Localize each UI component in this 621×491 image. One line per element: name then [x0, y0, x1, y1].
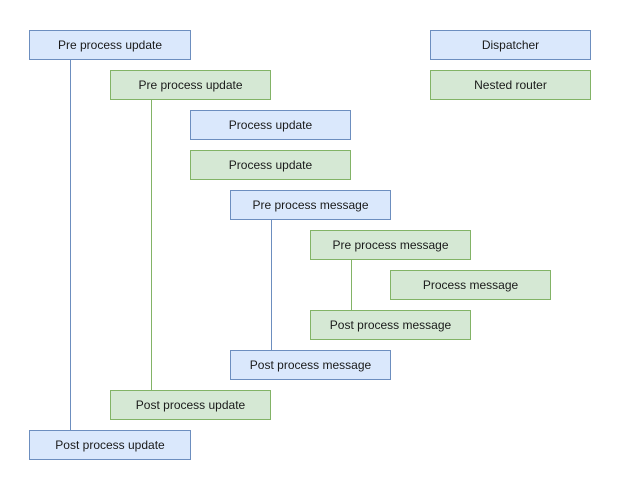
connector-dispatcher-message-span — [271, 220, 272, 350]
connector-dispatcher-update-span — [70, 60, 71, 430]
legend-item-nested-router[interactable]: Nested router — [430, 70, 591, 100]
connector-router-update-span — [151, 100, 152, 390]
node-pre-process-update-0[interactable]: Pre process update — [29, 30, 191, 60]
node-post-process-message-8[interactable]: Post process message — [230, 350, 391, 380]
node-post-process-update-10[interactable]: Post process update — [29, 430, 191, 460]
node-post-process-update-9[interactable]: Post process update — [110, 390, 271, 420]
node-process-message-6[interactable]: Process message — [390, 270, 551, 300]
node-pre-process-message-5[interactable]: Pre process message — [310, 230, 471, 260]
connector-router-message-span — [351, 260, 352, 310]
legend-item-dispatcher[interactable]: Dispatcher — [430, 30, 591, 60]
node-pre-process-message-4[interactable]: Pre process message — [230, 190, 391, 220]
node-process-update-3[interactable]: Process update — [190, 150, 351, 180]
node-pre-process-update-1[interactable]: Pre process update — [110, 70, 271, 100]
node-process-update-2[interactable]: Process update — [190, 110, 351, 140]
node-post-process-message-7[interactable]: Post process message — [310, 310, 471, 340]
